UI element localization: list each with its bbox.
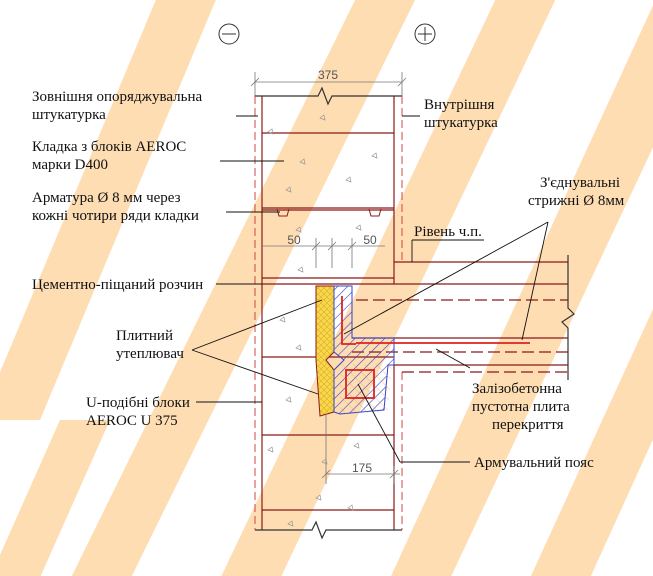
insulation-dimension [262, 238, 385, 268]
dim-175: 175 [352, 461, 372, 475]
tie-bars [341, 296, 530, 345]
label-rebar-2: кожні чотири ряди кладки [32, 208, 199, 224]
label-int-plaster-2: штукатурка [424, 115, 498, 131]
label-floor-level: Рівень ч.п. [414, 224, 482, 240]
mortar-bed [261, 277, 395, 285]
label-insulation-2: утеплювач [116, 346, 184, 362]
label-tie-bars-1: З'єднувальні [540, 175, 620, 191]
label-masonry-2: марки D400 [32, 157, 108, 173]
label-tie-bars-2: стрижні Ø 8мм [528, 193, 625, 209]
label-rebar-1: Арматура Ø 8 мм через [32, 190, 181, 206]
rebar-clips [276, 208, 382, 217]
label-mortar: Цементно-піщаний розчин [32, 277, 203, 293]
label-ext-plaster-1: Зовнішня опоряджувальна [32, 89, 202, 105]
label-u-blocks-2: AEROC U 375 [86, 413, 178, 429]
label-int-plaster-1: Внутрішня [424, 97, 495, 113]
minus-symbol [218, 23, 240, 45]
u-block-shell [340, 364, 392, 414]
plus-symbol [414, 23, 436, 45]
dim-50-left: 50 [287, 233, 301, 247]
dim-50-right: 50 [363, 233, 377, 247]
label-slab-1: Залізобетонна [472, 381, 562, 397]
label-ext-plaster-2: штукатурка [32, 107, 106, 123]
aggregate-marks [267, 114, 378, 527]
label-slab-2: пустотна плита [472, 399, 570, 415]
dim-375: 375 [318, 68, 338, 82]
plaster-lines [254, 96, 403, 530]
label-insulation-1: Плитний [116, 328, 173, 344]
wall-width-dimension [250, 72, 407, 96]
leader-lines [191, 115, 549, 463]
ring-beam-rebar [345, 369, 375, 399]
label-slab-3: перекриття [492, 417, 564, 433]
label-ring-beam: Армувальний пояс [474, 455, 594, 471]
beam-dimension [321, 414, 400, 484]
label-u-blocks-1: U-подібні блоки [86, 395, 190, 411]
label-masonry-1: Кладка з блоків AEROC [32, 139, 186, 155]
insulation-layer [315, 285, 335, 417]
floor-slab [262, 255, 575, 380]
